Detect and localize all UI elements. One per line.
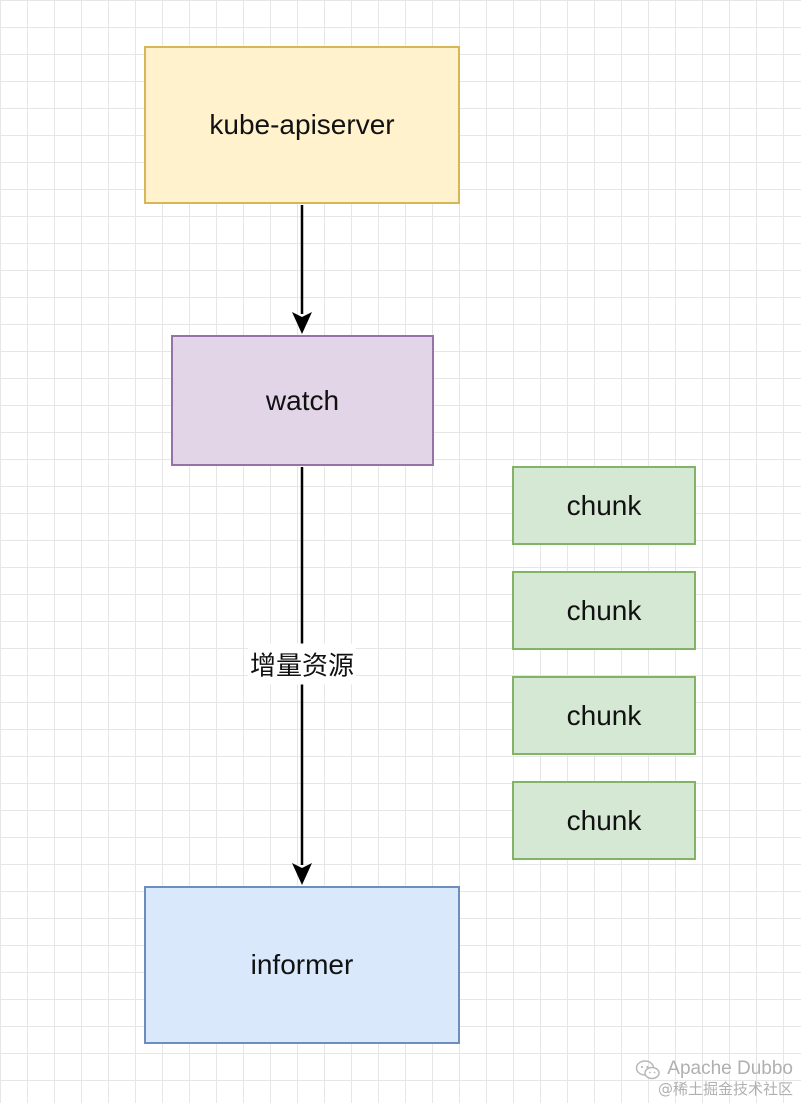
node-label: chunk <box>566 804 642 836</box>
node-chunk-3: chunk <box>512 676 696 755</box>
node-watch: watch <box>171 335 434 466</box>
edge-label-incremental-resources: 增量资源 <box>247 643 357 685</box>
node-label: watch <box>265 384 340 416</box>
node-label: chunk <box>566 699 642 731</box>
node-label: chunk <box>566 489 642 521</box>
edge-apiserver-to-watch <box>292 205 312 334</box>
watermark-site: @稀土掘金技术社区 <box>657 1079 793 1098</box>
watermark-brand-text: Apache Dubbo <box>667 1058 793 1080</box>
arrowhead-icon <box>292 312 312 334</box>
node-label: informer <box>250 949 354 980</box>
node-chunk-4: chunk <box>512 781 696 860</box>
node-label: kube-apiserver <box>209 109 395 140</box>
node-chunk-1: chunk <box>512 466 696 545</box>
watermark: Apache Dubbo @稀土掘金技术社区 <box>635 1058 793 1098</box>
node-informer: informer <box>144 886 460 1044</box>
node-label: chunk <box>566 594 642 626</box>
arrowhead-icon <box>292 863 312 885</box>
watermark-brand: Apache Dubbo <box>635 1058 793 1081</box>
node-chunk-2: chunk <box>512 571 696 650</box>
node-kube-apiserver: kube-apiserver <box>144 46 460 204</box>
wechat-icon <box>636 1059 661 1079</box>
